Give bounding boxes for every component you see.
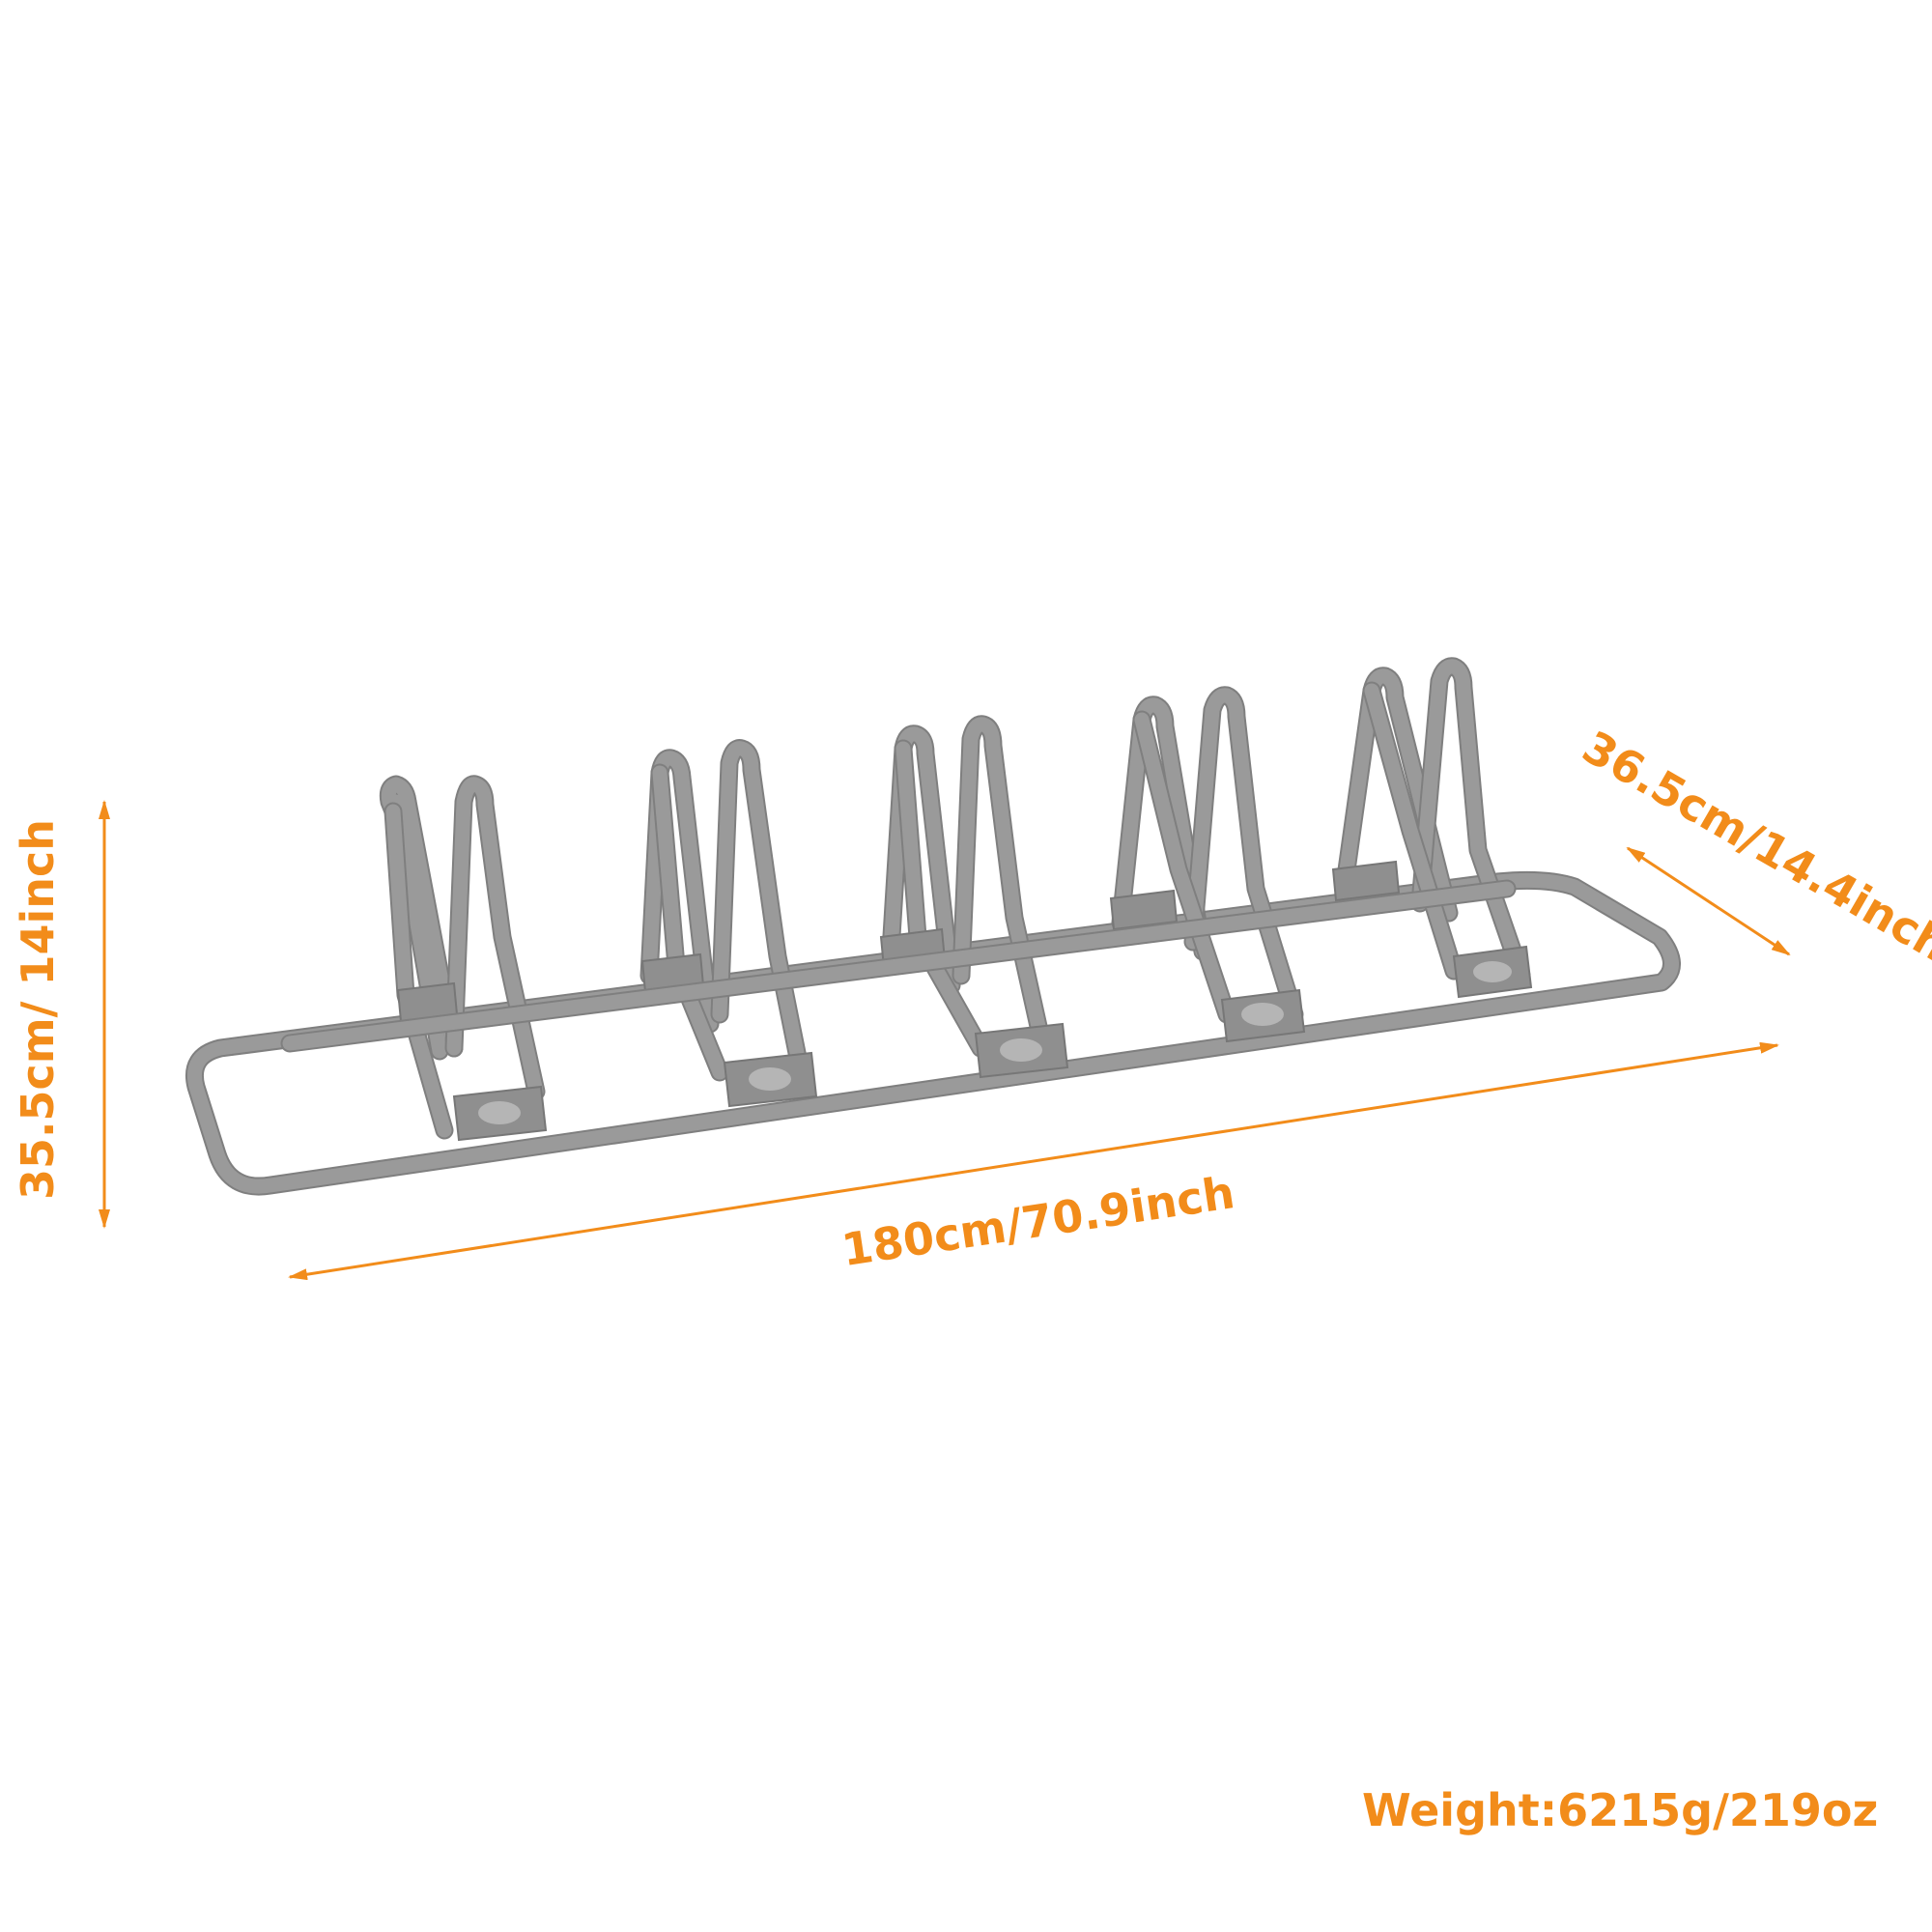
bike-rack-image [185, 657, 1681, 1196]
rack-slot-5 [1331, 657, 1533, 999]
depth-dimension: 36.5cm/14.4inch [1574, 721, 1932, 973]
depth-arrow [1626, 846, 1791, 956]
rack-slot-2 [639, 739, 818, 1108]
wheel-bracket [1331, 860, 1401, 902]
rack-slot-1 [379, 775, 548, 1142]
rack-inner-rail [282, 881, 1515, 1051]
height-label: 35.5cm/ 14inch [12, 819, 64, 1200]
length-arrow [288, 1041, 1779, 1281]
height-dimension: 35.5cm/ 14inch [12, 800, 110, 1229]
weight-label: Weight:6215g/219oz [1362, 1784, 1878, 1836]
rack-slot-4 [1109, 686, 1306, 1043]
depth-label: 36.5cm/14.4inch [1574, 721, 1932, 973]
rack-slot-3 [879, 715, 1069, 1079]
